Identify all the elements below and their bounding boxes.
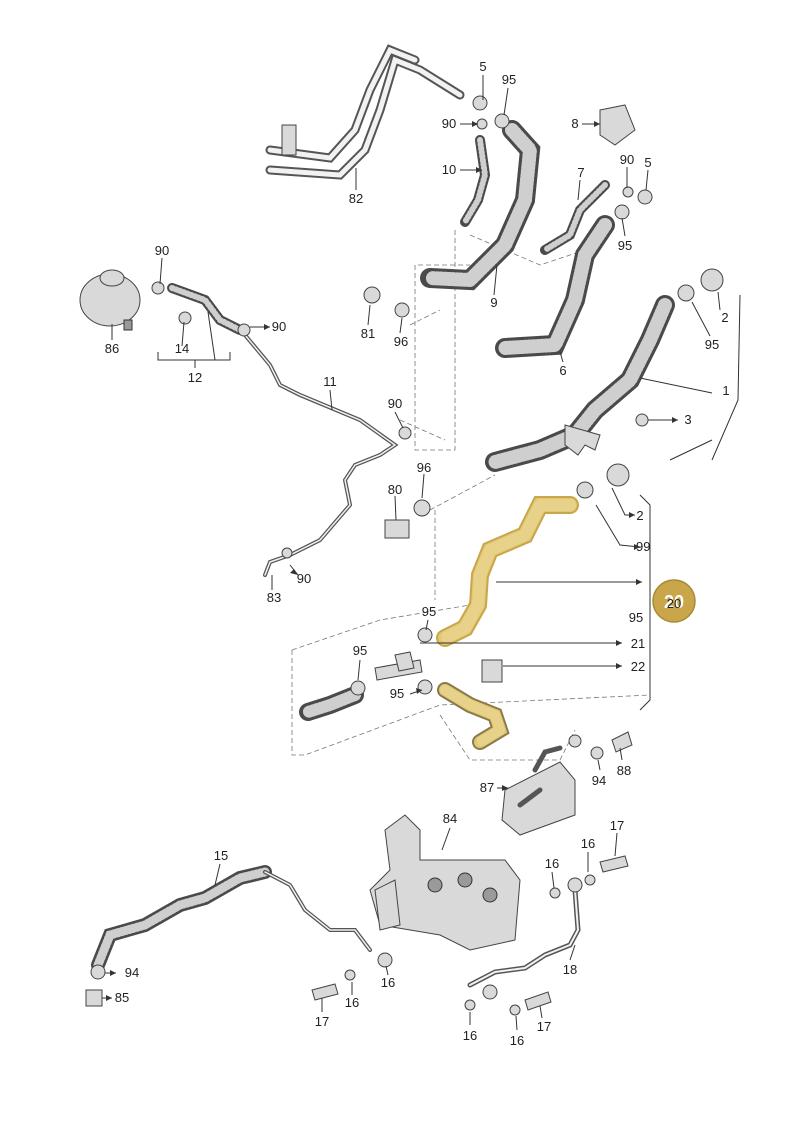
callout-label: 1 (722, 383, 729, 398)
callout-label: 9 (490, 295, 497, 310)
hose-6 (495, 215, 615, 358)
callout-label: 95 (390, 686, 404, 701)
callout-label: 11 (323, 374, 337, 389)
callout-label: 7 (577, 165, 584, 180)
callout-label: 15 (214, 848, 228, 863)
callout-label: 17 (315, 1014, 329, 1029)
callout-label: 3 (684, 412, 691, 427)
hose-15 (91, 865, 372, 972)
callout-label: 16 (463, 1028, 477, 1043)
callout-label: 95 (705, 337, 719, 352)
callout-label: 81 (361, 326, 375, 341)
callout-label: 6 (559, 363, 566, 378)
highlighted-hose-20-upper (436, 496, 579, 647)
callout-label: 17 (610, 818, 624, 833)
hose-7 (540, 180, 610, 255)
arrowheads (106, 121, 678, 1001)
callout-label: 96 (417, 460, 431, 475)
hose-1 (485, 295, 675, 472)
callout-label: 5 (479, 59, 486, 74)
callout-label: 17 (537, 1019, 551, 1034)
callout-label: 90 (620, 152, 634, 167)
hose-12 (167, 283, 245, 335)
callout-label: 82 (349, 191, 363, 206)
callout-label: 22 (631, 659, 645, 674)
callout-label: 83 (267, 590, 281, 605)
bolts (311, 731, 633, 1011)
callout-label: 16 (345, 995, 359, 1010)
hose-9 (420, 120, 541, 291)
callout-label: 21 (631, 636, 645, 651)
short-hose (299, 686, 364, 721)
callout-label: 14 (175, 341, 189, 356)
highlighted-hose-20-lower (437, 682, 510, 750)
callout-label: 99 (636, 539, 650, 554)
callout-label: 94 (125, 965, 139, 980)
pipe-11 (243, 333, 399, 577)
callout-label: 87 (480, 780, 494, 795)
callout-label: 5 (644, 155, 651, 170)
callout-label: 16 (581, 836, 595, 851)
callout-labels: 5 95 90 10 8 90 5 7 95 9 82 90 86 14 12 … (105, 59, 730, 1048)
callout-label: 90 (297, 571, 311, 586)
callout-label: 90 (388, 396, 402, 411)
callout-label: 80 (388, 482, 402, 497)
assembly-frames (291, 230, 651, 761)
oil-cooler-87 (501, 745, 576, 836)
turbocharger-84 (369, 814, 521, 951)
callout-label: 84 (443, 811, 457, 826)
leader-lines (102, 75, 741, 1031)
callout-label: 8 (571, 116, 578, 131)
callout-label: 20 (667, 596, 681, 611)
hose-10 (460, 135, 491, 227)
highlight-callout-badge[interactable]: 20 (652, 579, 696, 623)
callout-label: 85 (115, 990, 129, 1005)
callout-label: 95 (502, 72, 516, 87)
callout-label: 95 (618, 238, 632, 253)
pipe-82 (265, 44, 465, 180)
callout-label: 88 (617, 763, 631, 778)
callout-label: 16 (545, 856, 559, 871)
callout-label: 18 (563, 962, 577, 977)
callout-label: 95 (629, 610, 643, 625)
callout-label: 90 (272, 319, 286, 334)
callout-label: 2 (636, 508, 643, 523)
callout-label: 96 (394, 334, 408, 349)
callout-label: 12 (188, 370, 202, 385)
callout-label: 95 (422, 604, 436, 619)
callout-label: 90 (442, 116, 456, 131)
callout-label: 86 (105, 341, 119, 356)
t-piece-21 (374, 651, 423, 681)
callout-label: 10 (442, 162, 456, 177)
callout-label: 16 (510, 1033, 524, 1048)
expansion-tank-86 (79, 269, 141, 331)
callout-label: 2 (721, 310, 728, 325)
pipe-18 (467, 887, 581, 988)
callout-label: 95 (353, 643, 367, 658)
callout-label: 16 (381, 975, 395, 990)
highlight-callout-text: 20 (664, 592, 684, 612)
callout-label: 94 (592, 773, 606, 788)
clamps (85, 95, 724, 1016)
callout-label: 90 (155, 243, 169, 258)
